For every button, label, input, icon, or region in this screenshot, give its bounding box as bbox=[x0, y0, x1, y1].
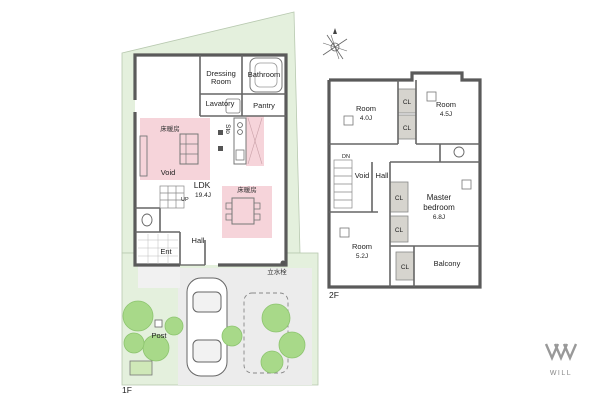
toilet-1f bbox=[141, 213, 153, 227]
balcony-label: Balcony bbox=[434, 259, 461, 268]
dressing-room-label-2: Room bbox=[211, 77, 231, 86]
floor-heating-label-1: 床暖房 bbox=[160, 124, 180, 133]
trees bbox=[122, 300, 306, 374]
walls-2f bbox=[327, 71, 482, 289]
kitchen-sink bbox=[235, 149, 245, 161]
stove-burner bbox=[237, 122, 243, 128]
faucet-mark bbox=[280, 260, 286, 266]
stair-down-label: DN bbox=[342, 154, 350, 160]
chair bbox=[225, 202, 233, 210]
desk bbox=[461, 179, 472, 190]
entrance-tiles bbox=[138, 234, 178, 264]
staircase-1f bbox=[159, 185, 185, 209]
walls-1f bbox=[133, 53, 288, 267]
chair bbox=[253, 213, 261, 221]
master-bedroom-size: 6.8J bbox=[433, 214, 445, 221]
floor-2-plan: Room 4.0J Room 4.5J CL CL CL CL CL DN Vo… bbox=[327, 71, 482, 300]
desk bbox=[426, 91, 437, 102]
chair bbox=[253, 202, 261, 210]
dressing-room-label-1: Dressing bbox=[206, 69, 236, 78]
desk bbox=[339, 227, 350, 238]
post-label: Post bbox=[151, 331, 167, 340]
ldk-size: 19.4J bbox=[195, 192, 211, 199]
floor-2-label: 2F bbox=[329, 290, 339, 300]
room-b-size: 4.5J bbox=[440, 111, 452, 118]
room-a-size: 4.0J bbox=[360, 115, 372, 122]
room-a-label: Room bbox=[356, 104, 376, 113]
closet-label: CL bbox=[395, 227, 404, 234]
closet-label: CL bbox=[401, 264, 410, 271]
master-bedroom-label-2: bedroom bbox=[423, 203, 455, 212]
interior-walls-1f bbox=[135, 55, 286, 265]
desk bbox=[343, 115, 354, 126]
pantry-label: Pantry bbox=[253, 101, 275, 110]
will-logo bbox=[544, 343, 578, 362]
hall-label-2f: Hall bbox=[376, 171, 389, 180]
bathtub-inner bbox=[254, 62, 278, 88]
ldk-label: LDK bbox=[194, 180, 211, 190]
closet-label: CL bbox=[395, 195, 404, 202]
floor-1-plan: Dressing Room Bathroom Lavatory Pantry 床… bbox=[121, 11, 319, 395]
mailbox-post bbox=[154, 319, 163, 328]
stair-up-label: UP bbox=[181, 197, 189, 203]
hall-label-1f: Hall bbox=[192, 236, 205, 245]
storage-label: Sto bbox=[224, 124, 231, 134]
dining-table bbox=[231, 197, 255, 225]
chair bbox=[225, 213, 233, 221]
logo-text: WILL bbox=[550, 370, 572, 377]
room-b-label: Room bbox=[436, 100, 456, 109]
void-label-1f: Void bbox=[161, 168, 176, 177]
toilet-2f bbox=[453, 146, 465, 158]
wash-basin bbox=[225, 98, 241, 114]
stool bbox=[218, 146, 223, 151]
closet-label: CL bbox=[403, 125, 412, 132]
lavatory-label: Lavatory bbox=[206, 99, 235, 108]
sofa bbox=[179, 133, 199, 165]
planter bbox=[129, 360, 153, 376]
faucet-label: 立水栓 bbox=[267, 267, 287, 276]
void-label-2f: Void bbox=[355, 171, 370, 180]
floor-heating-zone-2 bbox=[222, 186, 272, 238]
kitchen-cross bbox=[247, 117, 263, 165]
bathtub bbox=[249, 57, 283, 93]
master-bedroom-label-1: Master bbox=[427, 193, 452, 202]
entrance-label: Ent bbox=[160, 247, 172, 256]
car bbox=[186, 277, 228, 377]
closet-label: CL bbox=[403, 99, 412, 106]
room-c-label: Room bbox=[352, 242, 372, 251]
tv-board bbox=[139, 135, 148, 177]
stove-burner bbox=[237, 129, 243, 135]
kitchen-counter bbox=[233, 117, 247, 165]
floor-1-label: 1F bbox=[122, 385, 132, 395]
staircase-2f bbox=[333, 159, 353, 209]
bathroom-label: Bathroom bbox=[248, 70, 281, 79]
interior-walls-2f bbox=[329, 80, 480, 287]
compass-icon bbox=[322, 28, 348, 60]
stool bbox=[218, 130, 223, 135]
floor-heating-label-2: 床暖房 bbox=[237, 185, 257, 194]
room-c-size: 5.2J bbox=[356, 253, 368, 260]
